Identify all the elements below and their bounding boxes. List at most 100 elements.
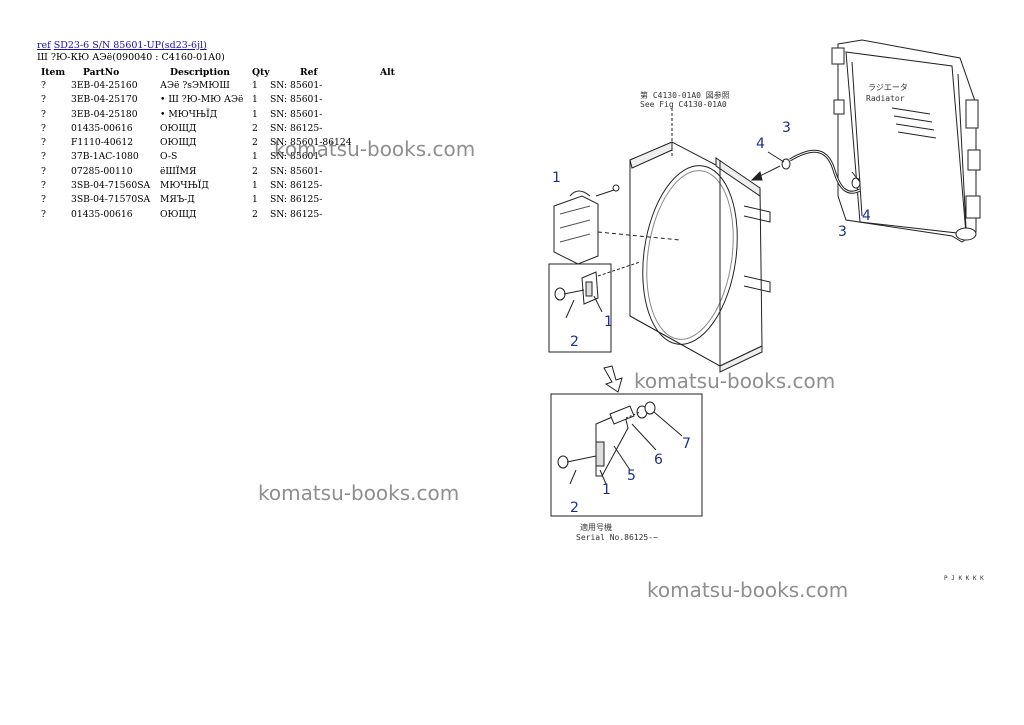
arrow-down-icon (603, 365, 623, 393)
cell-item: ? (41, 108, 46, 120)
model-link[interactable]: SD23-6 S/N 85601-UP(sd23-6jl) (53, 40, 207, 51)
cell-description: • Ш ?Ю-МЮ АЭё (160, 94, 244, 106)
cell-qty: 2 (252, 137, 258, 149)
cell-qty: 1 (252, 108, 258, 120)
breadcrumb: ref SD23-6 S/N 85601-UP(sd23-6jl) (37, 40, 207, 51)
callout-6: 6 (654, 452, 663, 468)
overflow-hose (750, 149, 861, 194)
see-fig: See Fig C4130-01A0 (640, 100, 727, 109)
cell-ref: SN: 86125- (270, 194, 323, 206)
cell-ref: SN: 85601- (270, 108, 323, 120)
callout-2: 2 (570, 334, 579, 350)
cell-item: ? (41, 122, 46, 134)
cell-qty: 1 (252, 180, 258, 192)
cell-ref: SN: 86125- (270, 122, 323, 134)
cell-partno: 3EB-04-25180 (71, 108, 138, 120)
cell-description: ОЮЩД (160, 122, 197, 134)
cell-partno: 3EB-04-25170 (71, 94, 138, 106)
cell-item: ? (41, 208, 46, 220)
table-row: ? 3EB-04-25160 АЭё ?ѕЭМЮШ 1 SN: 85601- (37, 80, 395, 94)
ref-link[interactable]: ref (37, 40, 51, 51)
cell-ref: SN: 85601- (270, 151, 323, 163)
cell-description: ОЮЩД (160, 208, 197, 220)
washer-nut (625, 401, 656, 419)
table-row: ? 3SB-04-71560SA МЮЧЊЇД 1 SN: 86125- (37, 180, 395, 194)
cell-item: ? (41, 151, 46, 163)
detail-box-original (548, 263, 612, 353)
cell-ref: SN: 85601-86124 (270, 137, 352, 149)
cell-partno: 01435-00616 (71, 208, 133, 220)
detail-box-new (550, 393, 703, 517)
see-fig-jp: 第 C4130-01A0 図参照 (640, 90, 730, 100)
corner-code: P J K K K K (944, 575, 984, 582)
cell-description: O-S (160, 151, 178, 163)
cell-ref: SN: 86125- (270, 180, 323, 192)
table-row: ? 3EB-04-25180 • МЮЧЊЇД 1 SN: 85601- (37, 109, 395, 123)
column-header-item: Item (41, 67, 66, 78)
radiator (831, 39, 981, 243)
cell-description: МЮЧЊЇД (160, 180, 209, 192)
cell-description: • МЮЧЊЇД (160, 108, 218, 120)
cell-description: ёШЇМЯ (160, 165, 197, 177)
callout-1: 1 (604, 314, 613, 330)
radiator-jp: ラジエータ (868, 83, 908, 92)
column-header-qty: Qty (252, 67, 270, 78)
cell-partno: 3EB-04-25160 (71, 80, 138, 91)
cell-description: ОЮЩД (160, 137, 197, 149)
column-header-alt: Alt (380, 67, 395, 78)
column-header-partno: PartNo (83, 67, 120, 78)
callout-1: 1 (552, 170, 561, 186)
cell-qty: 1 (252, 151, 258, 163)
callout-3: 3 (782, 120, 791, 136)
column-header-ref: Ref (300, 67, 318, 78)
bolt-new (557, 455, 597, 469)
cell-partno: 3SB-04-71570SA (71, 194, 151, 206)
cell-partno: F1110-40612 (71, 137, 134, 149)
cell-item: ? (41, 80, 46, 91)
table-row: ? 01435-00616 ОЮЩД 2 SN: 86125- (37, 123, 395, 137)
table-row: ? 07285-00110 ёШЇМЯ 2 SN: 85601- (37, 166, 395, 180)
callout-2: 2 (570, 500, 579, 516)
cell-description: МЯЪ-Д (160, 194, 195, 206)
cell-item: ? (41, 194, 46, 206)
cell-ref: SN: 86125- (270, 208, 323, 220)
serial-label: Serial No.86125-~ (576, 533, 658, 542)
page-title: Ш ?Ю-КЮ АЭё(090040 : C4160-01A0) (37, 52, 225, 63)
cell-qty: 1 (252, 194, 258, 206)
parts-table: Item PartNo Description Qty Ref Alt ? 3EB… (37, 66, 395, 223)
radiator-label: Radiator (866, 94, 905, 103)
bracket-new (595, 405, 635, 477)
cell-partno: 37B-1AC-1080 (71, 151, 139, 163)
cell-item: ? (41, 165, 46, 177)
cell-ref: SN: 85601- (270, 94, 323, 106)
cell-ref: SN: 85601- (270, 165, 323, 177)
cell-qty: 1 (252, 94, 258, 106)
callout-5: 5 (627, 468, 636, 484)
cell-partno: 07285-00110 (71, 165, 133, 177)
callout-4: 4 (756, 136, 765, 152)
cell-partno: 3SB-04-71560SA (71, 180, 151, 192)
cell-partno: 01435-00616 (71, 122, 133, 134)
table-header-row: Item PartNo Description Qty Ref Alt (37, 66, 395, 80)
bolt (554, 287, 585, 301)
cell-item: ? (41, 180, 46, 192)
fan-shroud (629, 108, 771, 373)
reserve-tank (553, 184, 681, 277)
cell-qty: 2 (252, 122, 258, 134)
cell-ref: SN: 85601- (270, 80, 323, 91)
cell-qty: 1 (252, 80, 258, 91)
cell-description: АЭё ?ѕЭМЮШ (160, 80, 230, 91)
cell-qty: 2 (252, 208, 258, 220)
callout-1: 1 (602, 482, 611, 498)
callout-3: 3 (838, 224, 847, 240)
callout-4: 4 (862, 208, 871, 224)
table-row: ? 3SB-04-71570SA МЯЪ-Д 1 SN: 86125- (37, 194, 395, 208)
table-row: ? 01435-00616 ОЮЩД 2 SN: 86125- (37, 209, 395, 223)
table-row: ? 37B-1AC-1080 O-S 1 SN: 85601- (37, 151, 395, 165)
cell-qty: 2 (252, 165, 258, 177)
column-header-description: Description (170, 67, 230, 78)
serial-jp: 適用号機 (580, 522, 612, 532)
